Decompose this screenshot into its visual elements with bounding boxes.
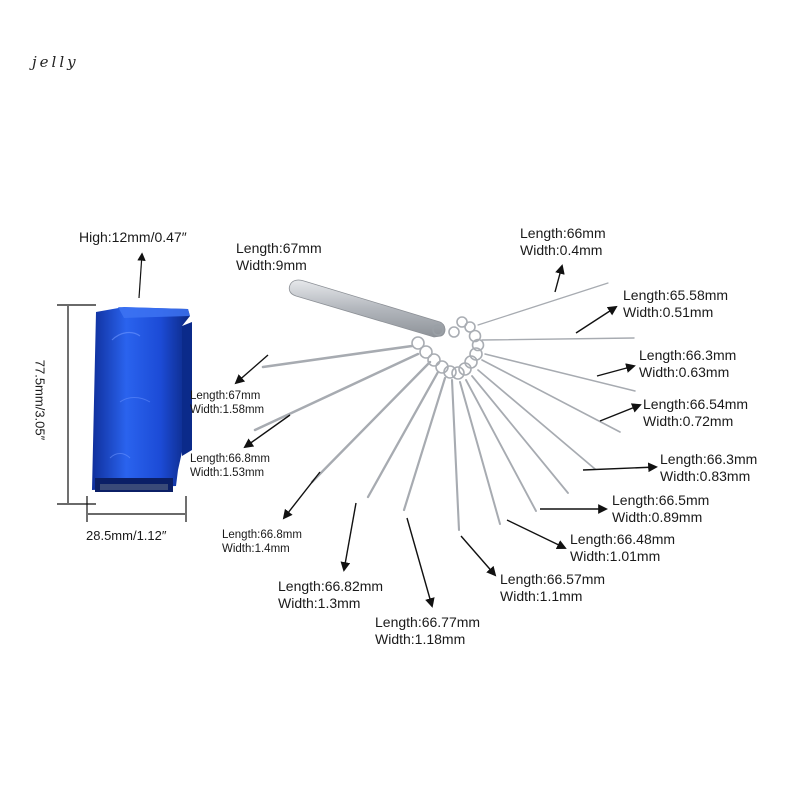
needle-length: Length:67mm: [236, 240, 322, 256]
holder-dimension-lines: [57, 252, 187, 522]
needle-length: Length:66mm: [520, 225, 606, 241]
needle-label: Length:66.8mm Width:1.4mm: [222, 528, 302, 556]
needle-width: Width:1.53mm: [190, 467, 265, 479]
needle-width: Width:0.51mm: [623, 304, 714, 320]
needle-length: Length:67mm: [190, 390, 261, 402]
needle-length: Length:66.3mm: [639, 347, 737, 363]
needle-label: Length:66.3mm Width:0.63mm: [639, 347, 736, 381]
needle-label: Length:66.8mm Width:1.53mm: [190, 452, 270, 480]
needle-width: Width:1.18mm: [375, 631, 466, 647]
needle-width: Width:0.63mm: [639, 364, 730, 380]
needle-length: Length:66.48mm: [570, 531, 676, 547]
pointer-arrows: [234, 264, 658, 608]
needle-fan: [253, 282, 636, 532]
needle-label: Length:66.5mm Width:0.89mm: [612, 492, 709, 526]
needle-label: Length:66.82mm Width:1.3mm: [278, 578, 383, 612]
needle-label: Length:66.57mm Width:1.1mm: [500, 571, 605, 605]
holder-width-label: 28.5mm/1.12″: [86, 528, 167, 543]
needle-width: Width:0.4mm: [520, 242, 603, 258]
needle-label: Length:65.58mm Width:0.51mm: [623, 287, 728, 321]
needle-label: Length:66mm Width:0.4mm: [520, 225, 606, 259]
needle-length: Length:65.58mm: [623, 287, 729, 303]
needle-width: Width:0.72mm: [643, 413, 734, 429]
needle-length: Length:66.54mm: [643, 396, 749, 412]
needle-label: Length:66.48mm Width:1.01mm: [570, 531, 675, 565]
needle-length: Length:66.8mm: [190, 453, 270, 465]
needle-width: Width:1.4mm: [222, 543, 290, 555]
needle-width: Width:1.1mm: [500, 588, 583, 604]
flat-blade: [288, 279, 446, 338]
needle-length: Length:66.82mm: [278, 578, 384, 594]
needle-length: Length:66.3mm: [660, 451, 758, 467]
needle-length: Length:66.57mm: [500, 571, 606, 587]
holder-high-label: High:12mm/0.47″: [79, 229, 187, 245]
needle-length: Length:66.5mm: [612, 492, 710, 508]
needle-width: Width:1.58mm: [190, 404, 265, 416]
brand-logo: jelly: [32, 53, 79, 71]
needle-label: Length:67mm Width:9mm: [236, 240, 322, 274]
needle-label: Length:66.3mm Width:0.83mm: [660, 451, 757, 485]
needle-label: Length:67mm Width:1.58mm: [190, 389, 264, 417]
needle-width: Width:0.83mm: [660, 468, 751, 484]
holder-case: [92, 307, 192, 492]
needle-label: Length:66.77mm Width:1.18mm: [375, 614, 480, 648]
needle-label: Length:66.54mm Width:0.72mm: [643, 396, 748, 430]
needle-width: Width:9mm: [236, 257, 307, 273]
needle-length: Length:66.77mm: [375, 614, 481, 630]
needle-width: Width:0.89mm: [612, 509, 703, 525]
needle-rings: [411, 316, 485, 380]
needle-width: Width:1.3mm: [278, 595, 361, 611]
holder-height-label: 77.5mm/3.05″: [32, 359, 48, 441]
needle-width: Width:1.01mm: [570, 548, 661, 564]
needle-length: Length:66.8mm: [222, 529, 302, 541]
